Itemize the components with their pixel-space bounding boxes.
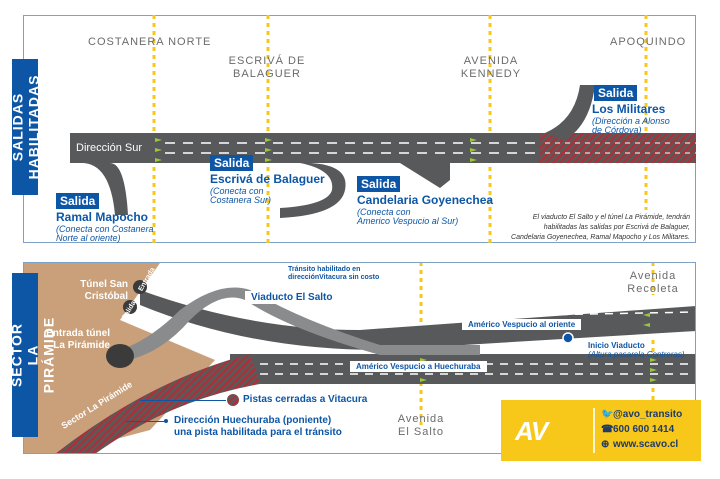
entrada-piramide-label: Entrada túnel La Pirámide xyxy=(46,328,110,351)
salida-badge-militares: Salida xyxy=(594,85,638,101)
viaducto-note-1: Tránsito habilitado en xyxy=(288,266,361,273)
salida-badge-escriva: Salida xyxy=(210,155,254,171)
exit-escriva-note-1: (Conecta con xyxy=(210,186,264,196)
exit-militares: Los Militares xyxy=(592,102,666,116)
avo-logo: AV xyxy=(515,416,548,446)
salida-badge-candelaria: Salida xyxy=(357,176,401,192)
exit-militares-note-2: de Córdova) xyxy=(592,125,642,135)
twitter-contact[interactable]: 🐦@avo_transito xyxy=(601,409,683,420)
street-apoquindo: APOQUINDO xyxy=(610,36,687,48)
tunnel-piramide-mouth xyxy=(106,344,134,368)
legend-direction-1: Dirección Huechuraba (poniente) xyxy=(174,415,332,426)
inicio-viaducto-note: (Altura pasarela Contreras) xyxy=(588,350,685,359)
street-kennedy: AVENIDA KENNEDY xyxy=(460,55,522,80)
web-contact[interactable]: ⊕www.scavo.cl xyxy=(601,439,679,450)
phone-contact[interactable]: ☎600 600 1414 xyxy=(601,424,675,435)
legend-direction-2: una pista habilitada para el tránsito xyxy=(174,427,342,438)
footnote: El viaducto El Salto y el túnel La Pirám… xyxy=(511,214,690,241)
exit-candelaria: Candelaria Goyenechea xyxy=(357,193,494,207)
viaducto-el-salto xyxy=(120,287,480,362)
globe-icon: ⊕ xyxy=(601,439,610,450)
legend-closed-label: Pistas cerradas a Vitacura xyxy=(243,394,368,405)
exit-mapocho: Ramal Mapocho xyxy=(56,210,149,224)
viaducto-el-salto-label: Viaducto El Salto xyxy=(245,291,339,304)
inicio-viaducto-label: Inicio Viaducto xyxy=(588,341,645,350)
street-el-salto: Avenida El Salto xyxy=(397,413,445,438)
exit-mapocho-note-2: Norte al oriente) xyxy=(56,233,121,243)
tunnel-san-cristobal-label: Túnel San Cristóbal xyxy=(80,279,128,302)
street-costanera-norte: COSTANERA NORTE xyxy=(88,36,212,48)
exit-escriva: Escrivá de Balaguer xyxy=(210,172,325,186)
piramide-title-tab: TRÁNSITO SECTOR LA PIRÁMIDE xyxy=(0,273,57,437)
road-huechuraba-label: Américo Vespucio a Huechuraba xyxy=(350,361,487,372)
ramp-los-militares xyxy=(545,85,595,140)
exit-escriva-note-2: Costanera Sur) xyxy=(210,195,272,205)
salida-badge-mapocho: Salida xyxy=(56,193,100,209)
viaducto-note-2: direcciónVitacura sin costo xyxy=(288,274,380,281)
ramp-candelaria xyxy=(400,163,450,188)
arrows-top xyxy=(155,138,477,162)
exit-candelaria-note-2: Americo Vespucio al Sur) xyxy=(357,216,459,226)
phone-icon: ☎ xyxy=(601,424,614,435)
direction-sur-label: Dirección Sur xyxy=(76,142,143,154)
road-oriente-label: Américo Vespucio al oriente xyxy=(462,319,582,330)
salidas-panel xyxy=(23,15,696,243)
exit-militares-note-1: (Dirección a Alonso xyxy=(592,116,670,126)
street-escriva: ESCRIVÁ DE BALAGUER xyxy=(228,55,306,80)
ramp-escriva xyxy=(280,163,346,218)
tunnel-san-cristobal-entrada xyxy=(133,280,147,294)
twitter-icon: 🐦 xyxy=(601,409,614,420)
salidas-title-tab: SALIDAS HABILITADAS xyxy=(9,59,41,195)
legend-direction-line xyxy=(126,421,166,422)
tunnel-san-cristobal-salida xyxy=(123,300,137,314)
legend-closed-swatch xyxy=(227,394,239,406)
exit-mapocho-note-1: (Conecta con Costanera xyxy=(56,224,154,234)
legend-direction-dot xyxy=(164,419,168,423)
road-sector-piramide xyxy=(55,354,260,454)
road-oriente xyxy=(140,290,696,350)
street-recoleta: Avenida Recoleta xyxy=(627,270,679,295)
inicio-viaducto-marker xyxy=(562,332,574,344)
exit-candelaria-note-1: (Conecta con xyxy=(357,207,411,217)
brand-box: AV 🐦@avo_transito ☎600 600 1414 ⊕www.sca… xyxy=(501,400,701,461)
brand-divider xyxy=(593,408,595,453)
legend-closed-line xyxy=(140,400,226,401)
ramp-mapocho xyxy=(78,162,128,215)
